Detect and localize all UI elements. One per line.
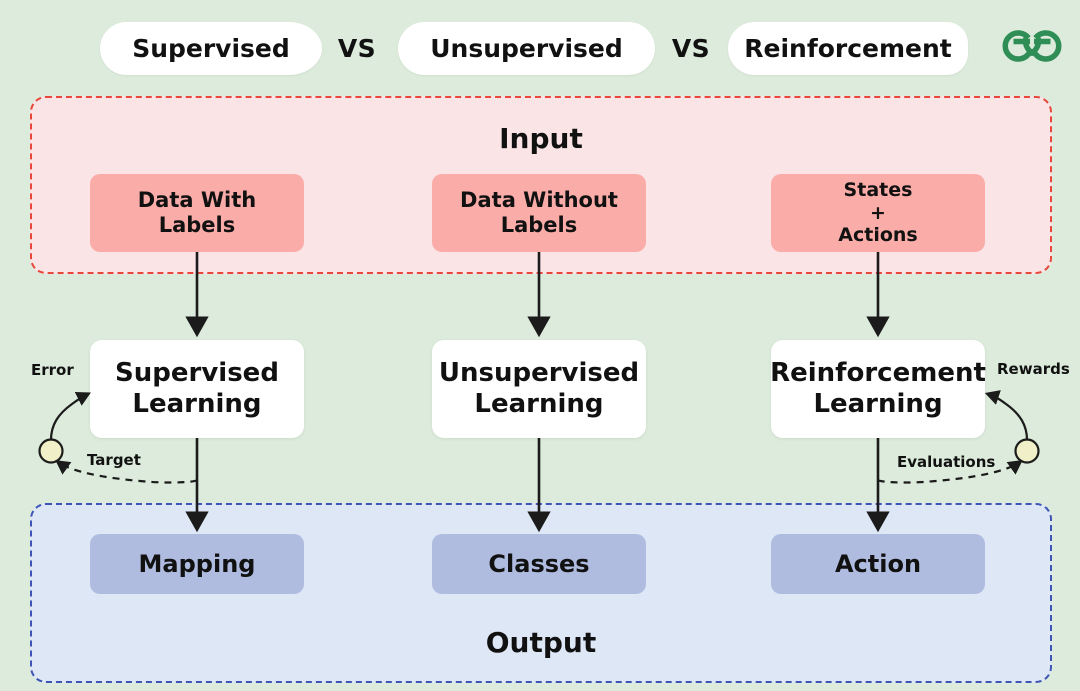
- middle-box-1-line1: Supervised: [115, 357, 279, 388]
- input-box-data-with-labels[interactable]: Data With Labels: [90, 174, 304, 252]
- loop-label-evaluations: Evaluations: [897, 453, 996, 471]
- middle-box-2-line2: Learning: [474, 389, 604, 419]
- output-box-mapping[interactable]: Mapping: [90, 534, 304, 594]
- input-box-data-without-labels[interactable]: Data Without Labels: [432, 174, 646, 252]
- middle-box-reinforcement-learning[interactable]: Reinforcement Learning: [770, 340, 986, 438]
- middle-box-3-line1: Reinforcement: [770, 357, 986, 388]
- middle-box-supervised-learning[interactable]: Supervised Learning: [90, 340, 304, 438]
- output-box-2-label: Classes: [488, 549, 590, 578]
- input-box-2-line2: Labels: [500, 213, 578, 237]
- input-box-3-line1: States: [843, 178, 913, 201]
- middle-box-2-line1: Unsupervised: [438, 357, 640, 388]
- input-box-states-actions[interactable]: States + Actions: [771, 174, 985, 252]
- header-separator-vs-2: VS: [660, 22, 722, 75]
- middle-box-unsupervised-learning[interactable]: Unsupervised Learning: [432, 340, 646, 438]
- middle-box-1-line2: Learning: [132, 389, 262, 419]
- arrow-error-feedback: [49, 392, 91, 441]
- output-box-3-label: Action: [834, 549, 922, 578]
- header-pill-reinforcement-label: Reinforcement: [744, 34, 952, 63]
- output-box-action[interactable]: Action: [771, 534, 985, 594]
- output-panel-title: Output: [485, 626, 597, 659]
- header-pill-supervised[interactable]: Supervised: [100, 22, 322, 75]
- arrow-rewards-feedback: [984, 390, 1029, 441]
- input-box-3-line3: Actions: [838, 224, 918, 247]
- loop-label-target: Target: [87, 451, 141, 469]
- header-pill-unsupervised-label: Unsupervised: [430, 34, 623, 63]
- input-box-3-line2: +: [870, 201, 886, 224]
- input-box-1-line2: Labels: [158, 213, 236, 237]
- header-pill-reinforcement[interactable]: Reinforcement: [728, 22, 968, 75]
- header-pill-unsupervised[interactable]: Unsupervised: [398, 22, 655, 75]
- header-separator-vs-1: VS: [326, 22, 388, 75]
- header-separator-vs-1-label: VS: [337, 34, 377, 63]
- loop-label-error: Error: [31, 361, 74, 379]
- loop-node-right: [1014, 438, 1040, 464]
- header-bar: Supervised VS Unsupervised VS Reinforcem…: [0, 0, 1080, 90]
- input-box-2-line1: Data Without: [460, 187, 618, 212]
- geeksforgeeks-logo-icon[interactable]: [998, 24, 1066, 68]
- header-pill-supervised-label: Supervised: [132, 34, 290, 63]
- loop-label-rewards: Rewards: [997, 360, 1070, 378]
- input-panel-title: Input: [499, 122, 583, 155]
- middle-box-3-line2: Learning: [813, 389, 943, 419]
- output-box-classes[interactable]: Classes: [432, 534, 646, 594]
- loop-node-left: [38, 438, 64, 464]
- output-box-1-label: Mapping: [138, 549, 256, 578]
- header-separator-vs-2-label: VS: [671, 34, 711, 63]
- input-box-1-line1: Data With: [137, 187, 257, 212]
